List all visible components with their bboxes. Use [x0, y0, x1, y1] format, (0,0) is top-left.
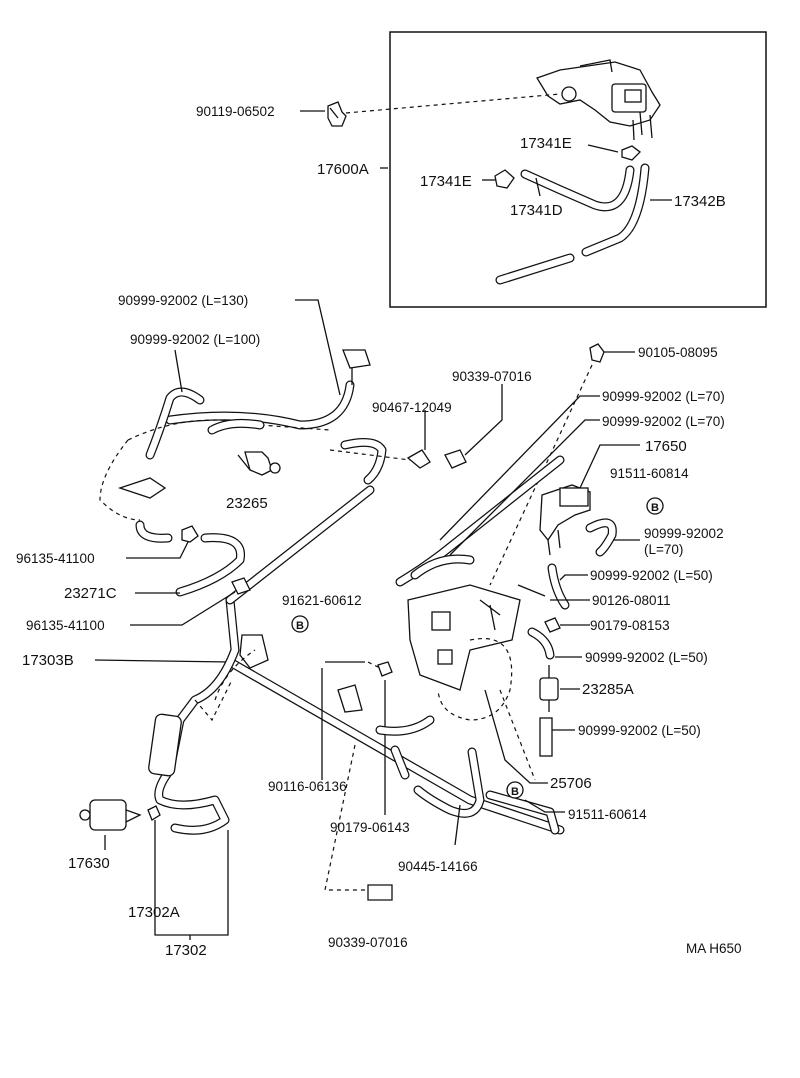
- label-90119-06502: 90119-06502: [196, 104, 275, 119]
- label-90445-14166: 90445-14166: [398, 859, 478, 874]
- label-23271C: 23271C: [64, 585, 117, 602]
- label-96135-41100-upper: 96135-41100: [16, 551, 95, 566]
- label-90105-08095: 90105-08095: [638, 345, 718, 360]
- hose-90445-14166-part: [413, 747, 485, 818]
- label-17650: 17650: [645, 438, 687, 455]
- connector-23265-part: [237, 451, 281, 476]
- label-96135-41100-lower: 96135-41100: [26, 618, 105, 633]
- label-90467-12049: 90467-12049: [372, 400, 452, 415]
- label-hose-L50-c: 90999-92002 (L=50): [578, 723, 701, 738]
- label-25706: 25706: [550, 775, 592, 792]
- label-91511-60814: 91511-60814: [610, 466, 689, 481]
- label-hose-L70-c-line2: (L=70): [644, 542, 683, 557]
- label-23285A: 23285A: [582, 681, 634, 698]
- label-91511-60614: 91511-60614: [568, 807, 647, 822]
- bracket-left-part: [239, 634, 269, 669]
- clip-90467-12049-part: [406, 449, 431, 469]
- hose-L70-right-part: [585, 518, 617, 557]
- hose-L100-part: [145, 387, 205, 460]
- hose-left-long-part: [154, 485, 375, 835]
- sleeve-17302A-part: [148, 713, 182, 777]
- label-90126-08011: 90126-08011: [592, 593, 671, 608]
- label-90179-06143: 90179-06143: [330, 820, 410, 835]
- label-17341E-lower: 17341E: [420, 173, 472, 190]
- marker-B-lower-icon: [506, 781, 524, 799]
- label-hose-L130: 90999-92002 (L=130): [118, 293, 248, 308]
- hose-L50-b-part: [527, 627, 555, 660]
- hose-upper-mid-part: [207, 418, 387, 485]
- vsv-17600A-part: [536, 59, 661, 141]
- bolt-90105-08095-part: [589, 343, 605, 363]
- part-labels: 90119-06502 17341E 17600A 17341E 17341D …: [16, 104, 742, 959]
- vsv-17650-part: [539, 484, 591, 556]
- clip-96135-41100-upper-part: [181, 525, 199, 543]
- main-assembly: [79, 299, 664, 940]
- label-17341E-upper: 17341E: [520, 135, 572, 152]
- clip-96135-41100-lower-part: [231, 577, 251, 595]
- hose-23271C-part: [175, 533, 246, 597]
- clip-17630-part: [147, 805, 161, 821]
- clip-90179-08153-part: [544, 617, 561, 633]
- label-17630: 17630: [68, 855, 110, 872]
- clip-90179-06143-part: [377, 661, 393, 677]
- inset-vsv-assembly: [300, 31, 767, 308]
- label-B-upper: B: [651, 502, 659, 514]
- hose-L70-pair-part: [395, 455, 565, 587]
- label-17303B: 17303B: [22, 652, 74, 669]
- bracket-pipe-part: [337, 684, 363, 713]
- hose-L50-a-part: [547, 563, 570, 610]
- hose-mid-short-part: [375, 715, 435, 780]
- label-hose-L70-c-line1: 90999-92002: [644, 526, 724, 541]
- clip-17341E-upper-part: [621, 145, 641, 161]
- label-B-lower: B: [511, 786, 519, 798]
- label-90339-07016-lower: 90339-07016: [328, 935, 408, 950]
- hose-L50-c-part: [539, 717, 553, 757]
- pipe-17303B-part: [225, 657, 565, 835]
- hose-short-left-part: [135, 520, 173, 543]
- damper-23285A-part: [539, 665, 559, 712]
- plug-90339-07016-lower-part: [367, 884, 393, 901]
- label-17342B: 17342B: [674, 193, 726, 210]
- label-17600A: 17600A: [317, 161, 369, 178]
- label-90179-08153: 90179-08153: [590, 618, 670, 633]
- clip-17341E-lower-part: [494, 169, 515, 189]
- label-91621-60612: 91621-60612: [282, 593, 362, 608]
- marker-B-mid-icon: [291, 615, 309, 633]
- label-hose-L70-b: 90999-92002 (L=70): [602, 414, 725, 429]
- connector-top-part: [342, 349, 371, 369]
- label-90339-07016-upper: 90339-07016: [452, 369, 532, 384]
- label-90116-06136: 90116-06136: [268, 779, 347, 794]
- bracket-center-part: [407, 584, 521, 721]
- label-17302: 17302: [165, 942, 207, 959]
- hose-17342B-part: [495, 163, 650, 285]
- label-17341D: 17341D: [510, 202, 563, 219]
- inset-frame: [389, 31, 767, 308]
- hose-L130-part: [165, 380, 355, 430]
- bolt-90119-06502-part: [327, 101, 347, 127]
- label-B-mid: B: [296, 620, 304, 632]
- plug-90339-07016-upper-part: [444, 449, 467, 469]
- marker-B-upper-icon: [646, 497, 664, 515]
- sensor-bracket-part: [117, 477, 167, 499]
- label-hose-L50-a: 90999-92002 (L=50): [590, 568, 713, 583]
- label-23265: 23265: [226, 495, 268, 512]
- hose-17341D-part: [520, 165, 635, 212]
- valve-17630-part: [79, 799, 142, 831]
- diagram-code: MA H650: [686, 941, 742, 956]
- label-17302A: 17302A: [128, 904, 180, 921]
- label-hose-L50-b: 90999-92002 (L=50): [585, 650, 708, 665]
- label-hose-L100: 90999-92002 (L=100): [130, 332, 260, 347]
- label-hose-L70-a: 90999-92002 (L=70): [602, 389, 725, 404]
